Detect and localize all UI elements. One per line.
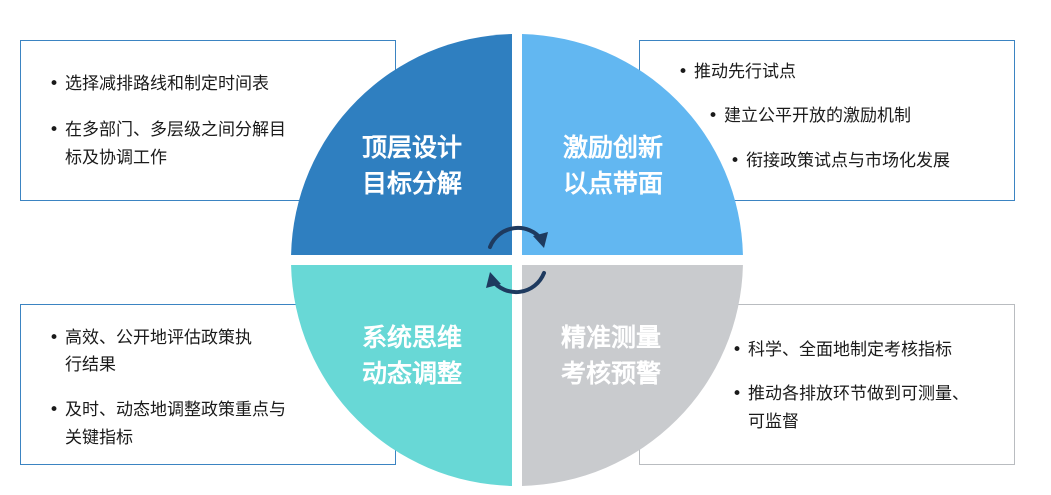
list-item: 推动各排放环节做到可测量、 bbox=[732, 381, 969, 408]
cycle-arrows-icon bbox=[486, 225, 548, 295]
quadrant-top-right-label-line1: 激励创新 bbox=[563, 133, 663, 162]
list-item-continuation: 关键指标 bbox=[65, 428, 133, 448]
list-item: 高效、公开地评估政策执 bbox=[49, 325, 252, 352]
list-item-continuation: 标及协调工作 bbox=[65, 148, 167, 168]
quadrant-bottom-right bbox=[522, 265, 743, 486]
top-left-text-box: 选择减排路线和制定时间表 在多部门、多层级之间分解目 标及协调工作 bbox=[20, 40, 396, 201]
list-item: 选择减排路线和制定时间表 bbox=[49, 71, 269, 98]
list-item: 衔接政策试点与市场化发展 bbox=[730, 148, 950, 175]
list-item: 科学、全面地制定考核指标 bbox=[732, 337, 952, 364]
quadrant-top-right bbox=[522, 34, 743, 256]
quadrant-top-left bbox=[291, 34, 512, 256]
list-item: 及时、动态地调整政策重点与 bbox=[49, 397, 286, 424]
quadrant-top-right-label-line2: 以点带面 bbox=[563, 169, 663, 198]
quadrant-bottom-left bbox=[291, 265, 512, 486]
list-item: 推动先行试点 bbox=[678, 59, 796, 86]
quadrant-top-left-label-line1: 顶层设计 bbox=[362, 133, 462, 162]
list-item-continuation: 行结果 bbox=[65, 355, 116, 375]
quadrant-bottom-left-label-line1: 系统思维 bbox=[362, 323, 462, 352]
quadrant-bottom-right-label-line2: 考核预警 bbox=[561, 359, 661, 388]
quadrant-bottom-right-label-line1: 精准测量 bbox=[561, 323, 661, 352]
list-item: 在多部门、多层级之间分解目 bbox=[49, 117, 286, 144]
top-right-text-box: 推动先行试点 建立公平开放的激励机制 衔接政策试点与市场化发展 bbox=[639, 40, 1015, 201]
quadrant-bottom-left-label-line2: 动态调整 bbox=[362, 359, 462, 388]
quadrant-top-left-label-line2: 目标分解 bbox=[362, 169, 462, 198]
list-item: 建立公平开放的激励机制 bbox=[708, 103, 911, 130]
list-item-continuation: 可监督 bbox=[748, 412, 799, 432]
